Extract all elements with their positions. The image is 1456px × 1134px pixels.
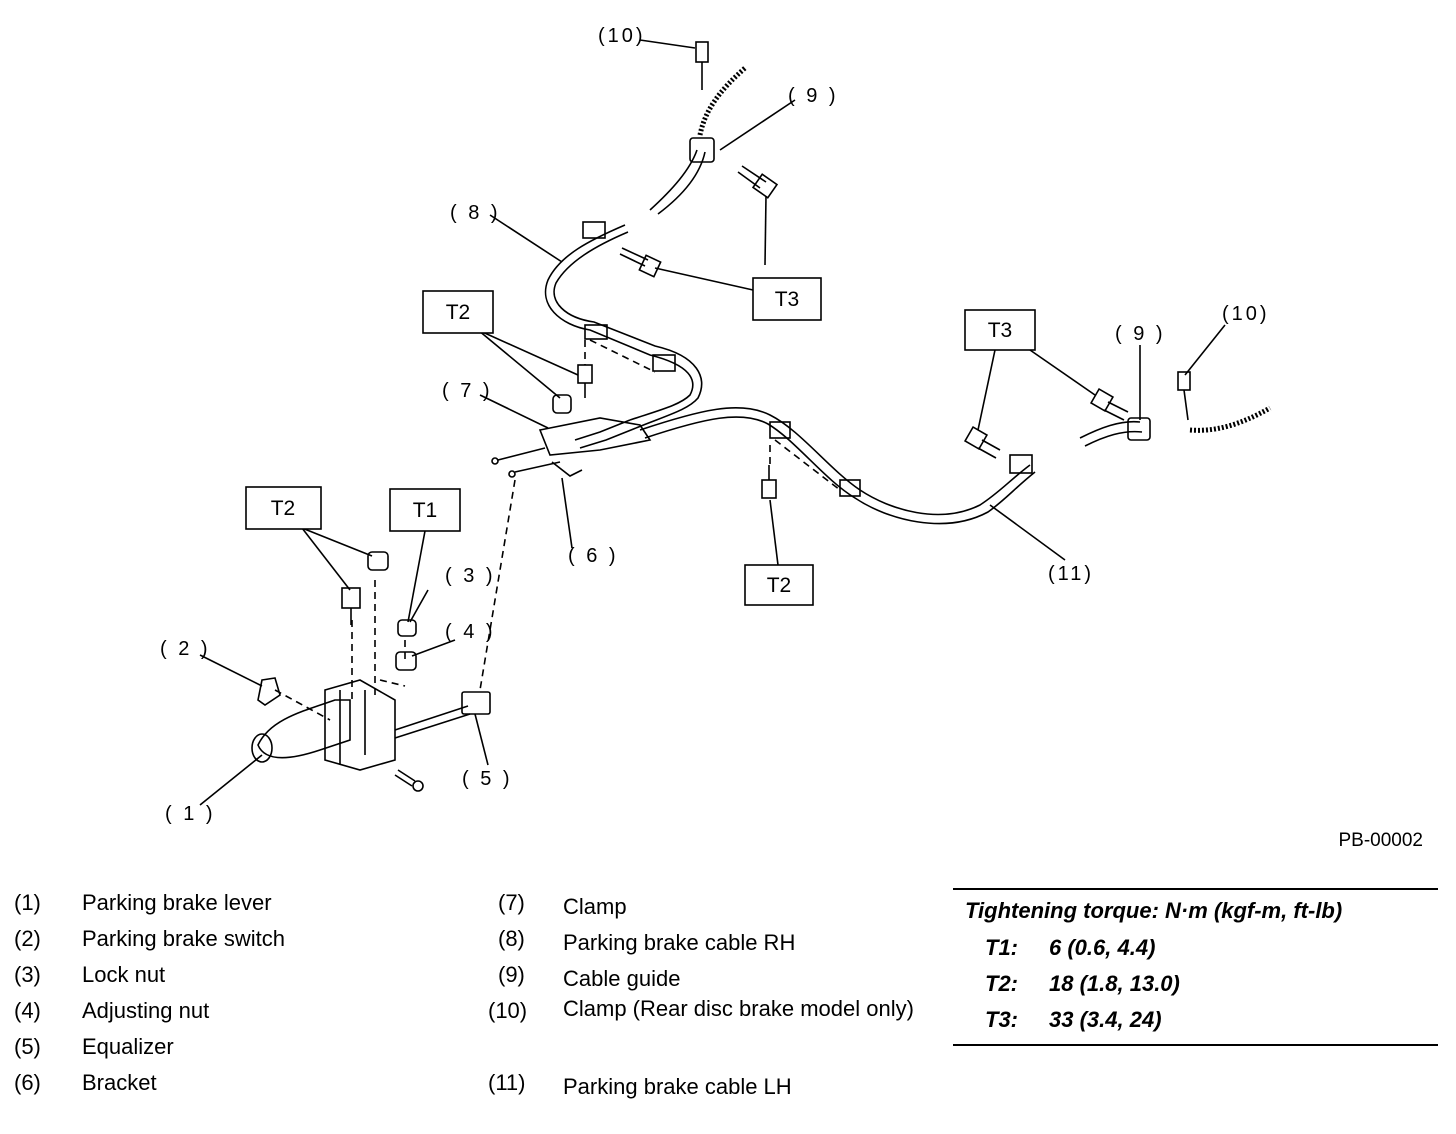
legend-item: (6)Bracket (14, 1070, 157, 1095)
parking-brake-switch (257, 677, 281, 706)
torque-box-t2-lever: T2 (245, 486, 322, 530)
legend-item: (7)Clamp (498, 890, 627, 919)
callout-2: ( 2 ) (160, 638, 211, 660)
callout-8: ( 8 ) (450, 202, 501, 224)
parts-legend-left: (1)Parking brake lever (2)Parking brake … (14, 890, 474, 1106)
figure-reference: PB-00002 (1338, 830, 1423, 851)
lh-cable (639, 406, 1031, 516)
callout-10-rh: (10) (598, 25, 646, 47)
clamp-lh (1177, 371, 1191, 391)
legend-item: (4)Adjusting nut (14, 998, 210, 1023)
callout-1: ( 1 ) (165, 803, 216, 825)
equalizer-bracket (538, 417, 652, 456)
torque-row: T3:33 (3.4, 24) (985, 1007, 1162, 1032)
callout-6: ( 6 ) (568, 545, 619, 567)
tightening-torque-table: Tightening torque: N·m (kgf-m, ft-lb) T1… (953, 888, 1438, 1046)
legend-item: (8)Parking brake cable RH (498, 926, 796, 955)
torque-table-title: Tightening torque: N·m (kgf-m, ft-lb) (965, 898, 1343, 923)
svg-text:T2: T2 (271, 497, 296, 520)
svg-text:T3: T3 (988, 319, 1013, 342)
rh-spring (697, 66, 747, 136)
parking-brake-lever (257, 699, 351, 759)
bolt-t3-rh (737, 165, 767, 189)
lock-nut (397, 619, 417, 637)
adjusting-nut (395, 651, 417, 671)
callout-10-lh: (10) (1222, 303, 1270, 325)
legend-item: (11)Parking brake cable LH (488, 1070, 792, 1099)
legend-item: (10)Clamp (Rear disc brake model only) (488, 996, 914, 1023)
parts-legend-middle: (7)Clamp (8)Parking brake cable RH (9)Ca… (488, 890, 928, 1106)
legend-item: (3)Lock nut (14, 962, 166, 987)
svg-text:T3: T3 (775, 288, 800, 311)
parking-brake-exploded-diagram: T1 T2 T2 T2 T3 T3 ( 1 ) ( 2 ) ( 3 ) ( 4 … (160, 25, 1423, 851)
callout-9-lh: ( 9 ) (1115, 323, 1166, 345)
legend-item: (5)Equalizer (14, 1034, 174, 1059)
lh-spring (1189, 405, 1272, 433)
callout-7: ( 7 ) (442, 380, 493, 402)
torque-row: T1:6 (0.6, 4.4) (985, 935, 1156, 960)
rh-cable (649, 149, 698, 211)
svg-text:T2: T2 (446, 301, 471, 324)
svg-text:T1: T1 (413, 499, 438, 522)
torque-box-t3-lh: T3 (964, 309, 1036, 351)
cable-guide-lh (1127, 417, 1151, 441)
callout-11: (11) (1048, 563, 1094, 585)
legend-item: (2)Parking brake switch (14, 926, 285, 951)
torque-row: T2:18 (1.8, 13.0) (985, 971, 1180, 996)
equalizer (461, 691, 491, 715)
callout-3: ( 3 ) (445, 565, 496, 587)
callout-5: ( 5 ) (462, 768, 513, 790)
callout-9-rh: ( 9 ) (788, 85, 839, 107)
legend-item: (9)Cable guide (498, 962, 681, 991)
torque-box-t2-lh-clip: T2 (744, 564, 814, 606)
callout-4: ( 4 ) (445, 621, 496, 643)
clamp-rh (695, 41, 709, 63)
legend-item: (1)Parking brake lever (14, 890, 272, 915)
torque-box-t1: T1 (389, 488, 461, 532)
bolt-t3-lh (1089, 387, 1115, 413)
torque-box-t3-rh: T3 (752, 277, 822, 321)
svg-text:T2: T2 (767, 574, 792, 597)
cable-guide-rh (689, 137, 715, 163)
torque-box-t2-rh-clip: T2 (422, 290, 494, 334)
